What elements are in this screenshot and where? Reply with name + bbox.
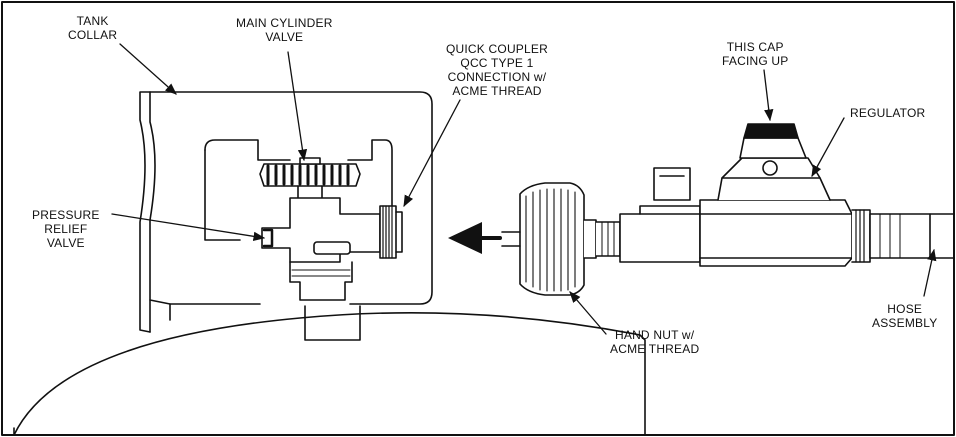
leader-lines xyxy=(111,43,937,335)
hand-nut xyxy=(501,182,597,296)
label-pressure-relief-valve: PRESSURE RELIEF VALVE xyxy=(32,208,100,250)
main-cylinder-valve xyxy=(259,157,403,301)
label-tank-collar: TANK COLLAR xyxy=(68,14,118,42)
label-quick-coupler: QUICK COUPLER QCC TYPE 1 CONNECTION w/ A… xyxy=(446,42,548,98)
label-hose-assembly: HOSE ASSEMBLY xyxy=(872,302,938,330)
label-hand-nut: HAND NUT w/ ACME THREAD xyxy=(610,328,700,356)
label-regulator: REGULATOR xyxy=(850,106,926,120)
tank-body xyxy=(13,311,646,436)
label-main-cylinder-valve: MAIN CYLINDER VALVE xyxy=(236,16,333,44)
regulator-assembly xyxy=(595,123,955,267)
direction-arrow xyxy=(448,222,482,254)
label-this-cap: THIS CAP FACING UP xyxy=(722,40,789,68)
